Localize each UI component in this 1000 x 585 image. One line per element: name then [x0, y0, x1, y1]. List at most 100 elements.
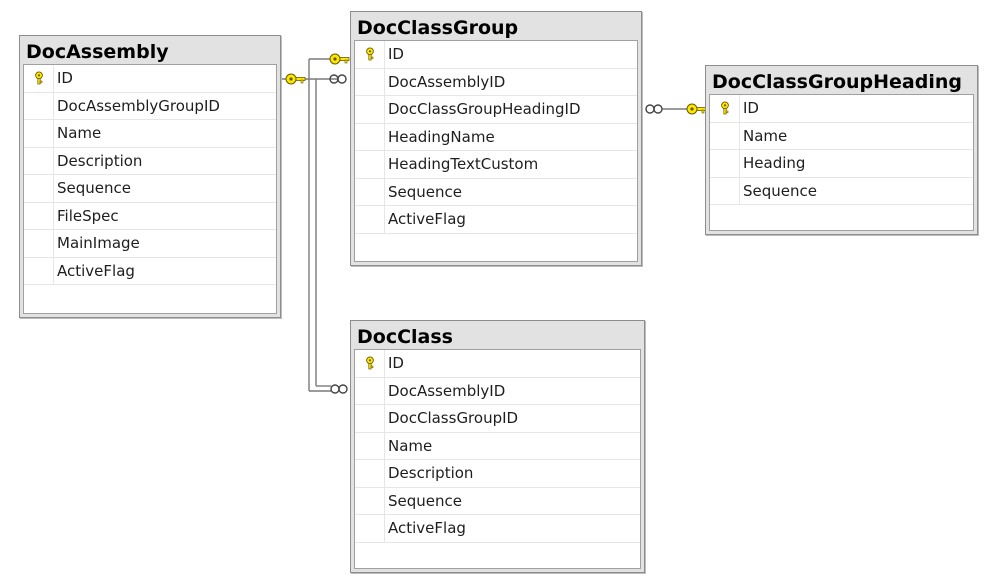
infinity-icon	[329, 74, 347, 84]
key-cell	[355, 350, 385, 377]
key-icon	[720, 101, 729, 115]
key-cell	[355, 460, 385, 487]
table-title[interactable]: DocClassGroup	[357, 17, 519, 39]
key-cell	[710, 95, 740, 122]
column-row[interactable]: ActiveFlag	[24, 257, 276, 285]
key-icon	[365, 356, 374, 370]
key-cell	[355, 41, 385, 68]
column-name: ID	[388, 45, 404, 64]
column-name: ID	[388, 354, 404, 373]
column-row[interactable]: DocAssemblyID	[355, 377, 640, 405]
key-icon	[365, 47, 374, 61]
column-name: ActiveFlag	[388, 519, 466, 538]
column-row[interactable]: Sequence	[24, 175, 276, 203]
column-name: DocAssemblyGroupID	[57, 96, 220, 115]
key-cell	[24, 120, 54, 147]
key-cell	[355, 432, 385, 459]
key-cell	[710, 177, 740, 204]
key-cell	[355, 68, 385, 95]
column-row[interactable]: FileSpec	[24, 202, 276, 230]
column-name: DocClassGroupHeadingID	[388, 100, 581, 119]
column-name: DocAssemblyID	[388, 381, 506, 400]
table-title[interactable]: DocClassGroupHeading	[712, 71, 962, 93]
infinity-icon	[330, 384, 348, 394]
column-row[interactable]: ID	[355, 350, 640, 378]
key-cell	[355, 206, 385, 233]
column-name: Sequence	[743, 181, 817, 200]
column-row[interactable]: Heading	[710, 150, 973, 178]
column-row[interactable]: ID	[710, 95, 973, 123]
column-row[interactable]: ID	[355, 41, 637, 69]
column-name: Name	[388, 436, 433, 455]
key-icon	[686, 103, 707, 115]
table-doc-class[interactable]: DocClass ID DocAssemblyID DocClassGroupID N…	[350, 320, 645, 573]
key-cell	[355, 515, 385, 542]
key-cell	[24, 92, 54, 119]
key-cell	[24, 230, 54, 257]
column-name: Description	[388, 464, 474, 483]
column-row[interactable]: DocClassGroupHeadingID	[355, 96, 637, 124]
column-row[interactable]: Name	[24, 120, 276, 148]
key-cell	[24, 147, 54, 174]
column-row[interactable]: ActiveFlag	[355, 206, 637, 234]
key-cell	[355, 96, 385, 123]
column-name: Name	[743, 126, 788, 145]
key-cell	[355, 487, 385, 514]
column-list: ID DocAssemblyID DocClassGroupHeadingID Hea…	[354, 40, 638, 262]
column-row[interactable]: Sequence	[355, 487, 640, 515]
column-name: FileSpec	[57, 206, 119, 225]
column-row[interactable]: Name	[355, 432, 640, 460]
table-doc-class-group[interactable]: DocClassGroup ID DocAssemblyID DocClassGro…	[350, 11, 642, 266]
column-name: Heading	[743, 154, 806, 173]
column-row[interactable]: Sequence	[355, 178, 637, 206]
key-cell	[24, 65, 54, 92]
key-cell	[355, 123, 385, 150]
column-name: HeadingName	[388, 127, 495, 146]
key-cell	[355, 405, 385, 432]
column-name: HeadingTextCustom	[388, 155, 539, 174]
key-cell	[24, 202, 54, 229]
column-name: Sequence	[388, 491, 462, 510]
column-row[interactable]: MainImage	[24, 230, 276, 258]
column-row[interactable]: Sequence	[710, 177, 973, 205]
key-icon	[329, 53, 350, 65]
table-title[interactable]: DocAssembly	[26, 41, 169, 63]
column-row[interactable]: Description	[355, 460, 640, 488]
key-cell	[710, 150, 740, 177]
column-row[interactable]: HeadingName	[355, 123, 637, 151]
column-name: MainImage	[57, 234, 140, 253]
column-name: ID	[57, 69, 73, 88]
column-name: DocClassGroupID	[388, 409, 519, 428]
column-name: Name	[57, 124, 102, 143]
key-cell	[355, 151, 385, 178]
column-name: DocAssemblyID	[388, 72, 506, 91]
column-name: ActiveFlag	[388, 210, 466, 229]
table-title[interactable]: DocClass	[357, 326, 453, 348]
key-cell	[24, 257, 54, 284]
column-name: ID	[743, 99, 759, 118]
key-cell	[355, 178, 385, 205]
key-cell	[355, 377, 385, 404]
column-name: Sequence	[57, 179, 131, 198]
column-row[interactable]: Name	[710, 122, 973, 150]
column-row[interactable]: DocAssemblyID	[355, 68, 637, 96]
key-icon	[285, 73, 306, 85]
column-name: ActiveFlag	[57, 261, 135, 280]
column-name: Sequence	[388, 182, 462, 201]
key-icon	[34, 71, 43, 85]
column-row[interactable]: HeadingTextCustom	[355, 151, 637, 179]
column-row[interactable]: DocClassGroupID	[355, 405, 640, 433]
key-cell	[710, 122, 740, 149]
column-row[interactable]: Description	[24, 147, 276, 175]
column-row[interactable]: DocAssemblyGroupID	[24, 92, 276, 120]
column-name: Description	[57, 151, 143, 170]
column-row[interactable]: ActiveFlag	[355, 515, 640, 543]
column-row[interactable]: ID	[24, 65, 276, 93]
key-cell	[24, 175, 54, 202]
infinity-icon	[645, 104, 663, 114]
